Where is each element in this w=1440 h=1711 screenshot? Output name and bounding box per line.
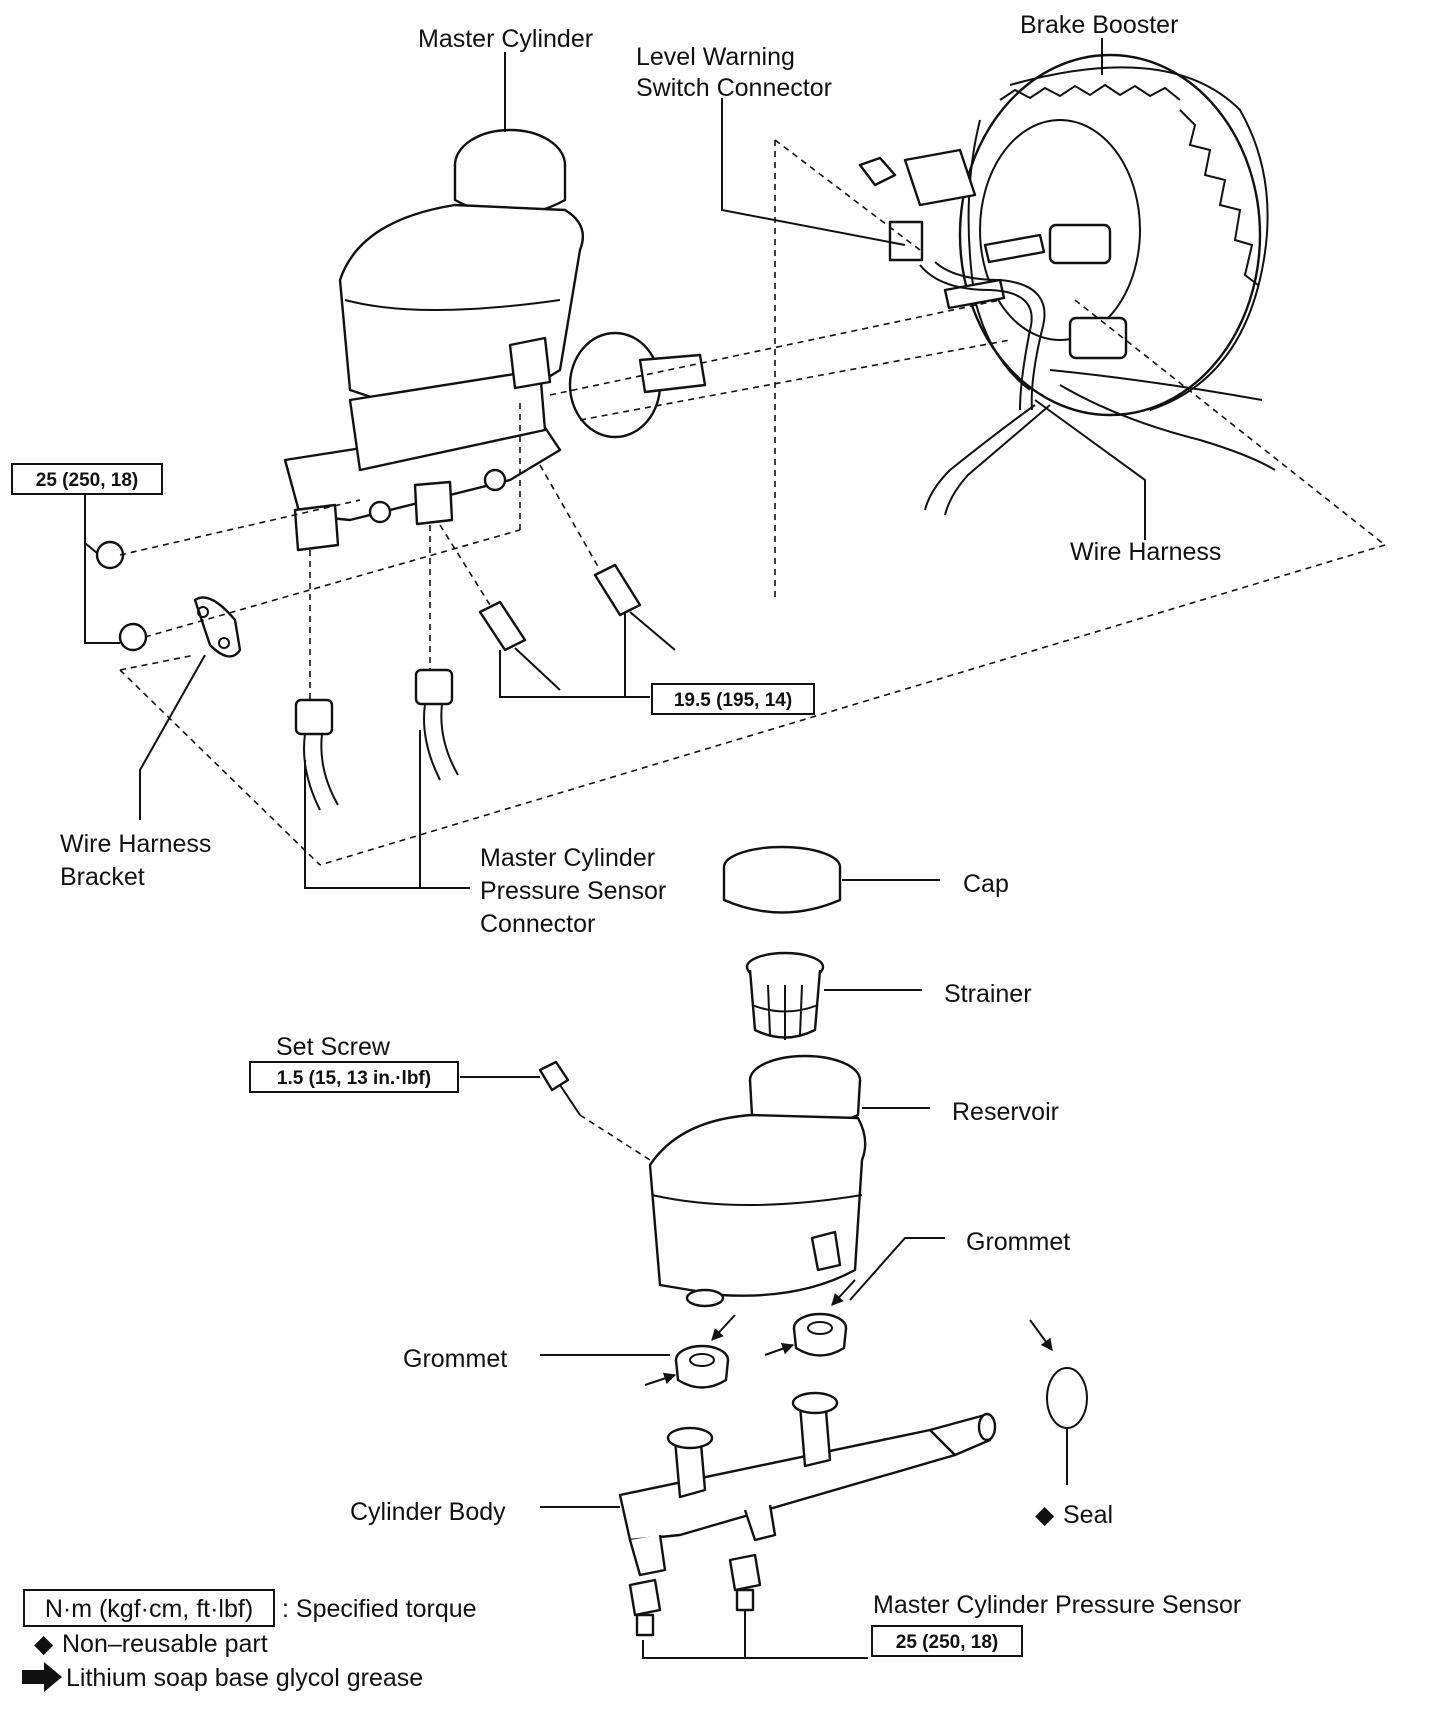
- cap-drawing: [722, 845, 842, 914]
- label-brake-booster: Brake Booster: [1020, 11, 1178, 39]
- grommet-drawings: [674, 1312, 848, 1389]
- label-pressure-sensor: Master Cylinder Pressure Sensor: [873, 1591, 1241, 1619]
- legend-unit-box: N·m (kgf·cm, ft·lbf): [45, 1595, 253, 1623]
- label-wire-harness: Wire Harness: [1070, 538, 1221, 566]
- label-grommet-right: Grommet: [966, 1228, 1070, 1256]
- label-cylinder-body: Cylinder Body: [350, 1498, 506, 1526]
- label-cap: Cap: [963, 870, 1009, 898]
- torque-value-brake-lines: 19.5 (195, 14): [674, 690, 792, 711]
- legend: N·m (kgf·cm, ft·lbf) : Specified torque …: [22, 1589, 477, 1692]
- label-master-cylinder: Master Cylinder: [418, 25, 593, 53]
- leader-lines: [84, 38, 1146, 1659]
- label-level-warning-line2: Switch Connector: [636, 74, 832, 102]
- torque-box-pressure-sensor: 25 (250, 18): [871, 1625, 1023, 1657]
- legend-non-reusable-icon: ◆: [34, 1630, 54, 1658]
- torque-value-pressure-sensor: 25 (250, 18): [896, 1632, 998, 1653]
- assembly-dashed-lines-top: [119, 139, 1386, 866]
- torque-box-brake-lines: 19.5 (195, 14): [651, 683, 815, 715]
- label-wire-harness-bracket-line1: Wire Harness: [60, 830, 211, 858]
- label-strainer: Strainer: [944, 980, 1032, 1008]
- cylinder-body-drawing: [618, 1391, 997, 1577]
- master-cylinder-assembly-drawing: [283, 128, 707, 552]
- label-pressure-sensor-connector-line1: Master Cylinder: [480, 844, 655, 872]
- label-reservoir: Reservoir: [952, 1098, 1059, 1126]
- torque-value-set-screw: 1.5 (15, 13 in.·lbf): [277, 1068, 431, 1089]
- pressure-sensor-connector-drawings: [294, 668, 459, 811]
- legend-non-reusable: Non–reusable part: [62, 1630, 268, 1658]
- brake-line-drawings: [478, 563, 676, 691]
- legend-grease: Lithium soap base glycol grease: [66, 1664, 423, 1692]
- strainer-drawing: [745, 951, 825, 1040]
- torque-box-nut: 25 (250, 18): [11, 463, 163, 495]
- legend-unit-desc: : Specified torque: [282, 1595, 477, 1623]
- grease-arrow-icon: [22, 1662, 62, 1692]
- seal-drawing: [1046, 1367, 1088, 1485]
- label-level-warning-line1: Level Warning: [636, 43, 795, 71]
- pressure-sensor-drawings: [628, 1553, 762, 1637]
- label-grommet-left: Grommet: [403, 1345, 507, 1373]
- reservoir-drawing: [648, 1054, 867, 1308]
- nut-drawings: [95, 540, 242, 658]
- set-screw-drawing: [538, 1060, 651, 1161]
- label-seal: Seal: [1063, 1501, 1113, 1529]
- label-pressure-sensor-connector-line2: Pressure Sensor: [480, 877, 666, 905]
- label-set-screw: Set Screw: [276, 1033, 391, 1061]
- label-wire-harness-bracket-line2: Bracket: [60, 863, 145, 891]
- grease-arrow-icons: [644, 1279, 1053, 1386]
- non-reusable-icon: ◆: [1035, 1501, 1055, 1529]
- torque-box-set-screw: 1.5 (15, 13 in.·lbf): [249, 1061, 459, 1093]
- torque-value-nut: 25 (250, 18): [36, 470, 138, 491]
- brake-booster-drawing: [858, 53, 1276, 516]
- label-pressure-sensor-connector-line3: Connector: [480, 910, 595, 938]
